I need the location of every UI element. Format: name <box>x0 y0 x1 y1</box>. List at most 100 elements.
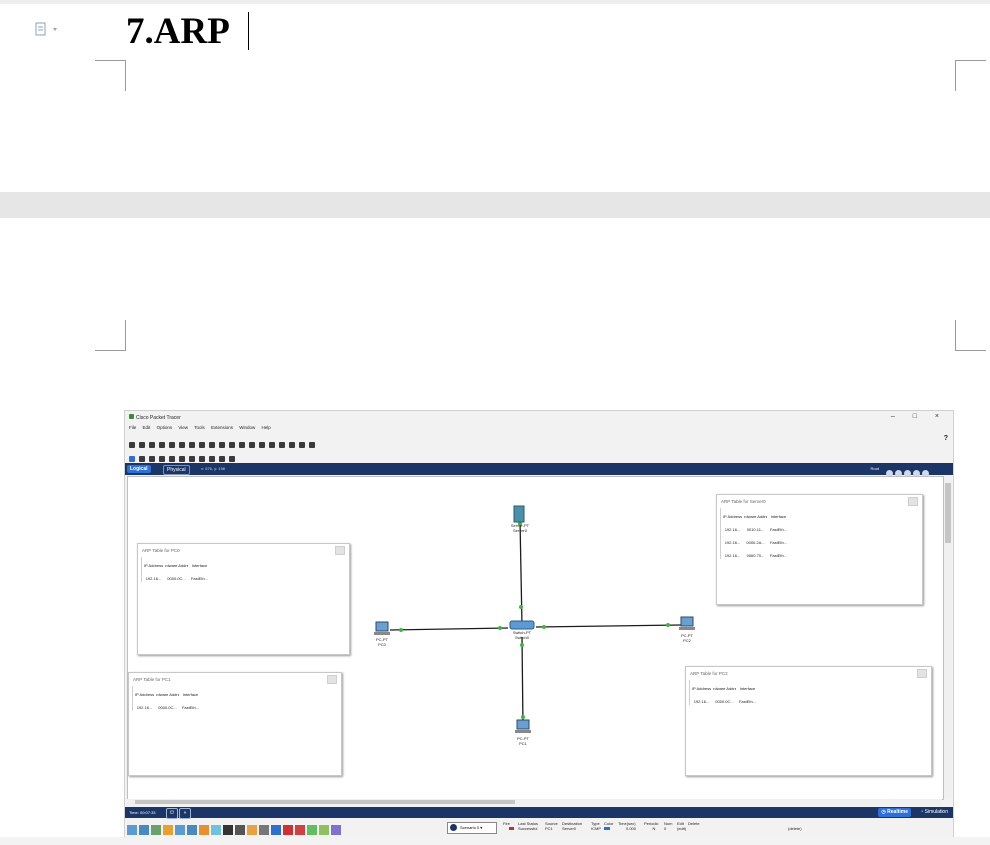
inspect-icon[interactable] <box>139 456 145 462</box>
arp-table-pc2[interactable]: ARP Table for PC2 IP Address Hardware Ad… <box>685 666 932 776</box>
vertical-scroll-thumb[interactable] <box>945 483 951 543</box>
serial-dce-icon[interactable] <box>283 824 293 835</box>
fire-cell[interactable] <box>503 826 518 831</box>
scenario-select[interactable]: Scenario 0 ▾ <box>447 822 497 834</box>
straight-cable-icon[interactable] <box>223 824 233 835</box>
new-file-icon[interactable] <box>129 442 135 448</box>
root-label[interactable]: Root <box>870 466 879 471</box>
fast-forward-icon[interactable]: » <box>179 808 191 819</box>
pdu-list-icon[interactable] <box>299 442 305 448</box>
minimize-button[interactable]: – <box>890 413 903 420</box>
view-icon[interactable] <box>289 442 295 448</box>
network-info-icon[interactable] <box>179 442 185 448</box>
close-button[interactable] <box>335 546 345 555</box>
activity-wizard-icon[interactable] <box>189 442 195 448</box>
pc0-icon[interactable] <box>375 621 389 632</box>
link-pc0-switch[interactable] <box>389 627 509 631</box>
link-switch-pc1[interactable] <box>521 636 524 728</box>
components-icon[interactable] <box>151 824 161 835</box>
menu-help[interactable]: Help <box>261 425 271 430</box>
rectangle-icon[interactable] <box>189 456 195 462</box>
server-icon[interactable] <box>513 505 525 523</box>
crossover-cable-icon[interactable] <box>235 824 245 835</box>
resize-icon[interactable] <box>159 456 165 462</box>
multiuser-icon[interactable] <box>187 824 197 835</box>
note-icon[interactable] <box>169 456 175 462</box>
drawing-palette-icon[interactable] <box>269 442 275 448</box>
redo-icon[interactable] <box>229 442 235 448</box>
link-switch-pc2[interactable] <box>535 624 682 628</box>
menu-tools[interactable]: Tools <box>194 425 205 430</box>
zoom-out-icon[interactable] <box>259 442 265 448</box>
complex-pdu-icon[interactable] <box>229 456 235 462</box>
serial-dte-icon[interactable] <box>295 824 305 835</box>
connections-icon[interactable] <box>163 824 173 835</box>
pc2-icon[interactable] <box>680 616 694 627</box>
switch-icon[interactable] <box>509 620 535 630</box>
phone-cable-icon[interactable] <box>259 824 269 835</box>
ellipse-icon[interactable] <box>199 456 205 462</box>
maximize-button[interactable]: □ <box>912 413 925 420</box>
delete-icon[interactable] <box>149 456 155 462</box>
realtime-mode-button[interactable]: ◷ Realtime <box>878 808 911 817</box>
octal-cable-icon[interactable] <box>307 824 317 835</box>
undo-icon[interactable] <box>219 442 225 448</box>
environment-icon[interactable] <box>922 470 930 478</box>
line-icon[interactable] <box>179 456 185 462</box>
power-cycle-icon[interactable]: ⏻ <box>166 808 178 819</box>
tab-logical[interactable]: Logical <box>127 465 151 473</box>
arp-table-pc0[interactable]: ARP Table for PC0 IP Address Hardware Ad… <box>137 543 350 655</box>
close-button[interactable] <box>917 669 927 678</box>
open-icon[interactable] <box>139 442 145 448</box>
horizontal-scroll-thumb[interactable] <box>135 800 515 804</box>
cluster-icon[interactable] <box>895 470 903 478</box>
paste-options-icon[interactable] <box>34 22 64 42</box>
coaxial-cable-icon[interactable] <box>271 824 281 835</box>
paste-icon[interactable] <box>209 442 215 448</box>
arp-table-pc1[interactable]: ARP Table for PC1 IP Address Hardware Ad… <box>128 672 342 776</box>
menu-options[interactable]: Options <box>156 425 173 430</box>
link-server-switch[interactable] <box>519 519 523 627</box>
usb-cable-icon[interactable] <box>331 824 341 835</box>
help-icon[interactable]: ? <box>943 435 948 442</box>
info-icon[interactable] <box>169 442 175 448</box>
menu-file[interactable]: File <box>129 425 137 430</box>
zoom-reset-icon[interactable] <box>249 442 255 448</box>
custom-devices-icon[interactable] <box>279 442 285 448</box>
delete-link[interactable]: (delete) <box>788 826 802 831</box>
network-devices-icon[interactable] <box>127 824 137 835</box>
pc1-icon[interactable] <box>516 719 530 730</box>
close-button[interactable] <box>908 497 918 506</box>
screenshot-icon[interactable] <box>309 442 315 448</box>
end-devices-icon[interactable] <box>139 824 149 835</box>
freeform-icon[interactable] <box>209 456 215 462</box>
copy-icon[interactable] <box>199 442 205 448</box>
save-icon[interactable] <box>149 442 155 448</box>
window-controls[interactable]: – □ × <box>891 413 947 420</box>
close-button[interactable] <box>327 675 337 684</box>
edit-link[interactable]: (edit) <box>677 826 687 831</box>
move-icon[interactable] <box>904 470 912 478</box>
console-cable-icon[interactable] <box>211 824 221 835</box>
menu-view[interactable]: View <box>178 425 189 430</box>
select-icon[interactable] <box>129 456 135 462</box>
fiber-cable-icon[interactable] <box>247 824 257 835</box>
auto-connection-icon[interactable] <box>199 824 209 835</box>
simulation-mode-button[interactable]: ◔ Simulation <box>920 809 948 815</box>
simple-pdu-icon[interactable] <box>219 456 225 462</box>
horizontal-scrollbar[interactable] <box>127 799 942 805</box>
tab-physical[interactable]: Physical <box>163 465 190 475</box>
close-button[interactable]: × <box>934 413 947 420</box>
misc-icon[interactable] <box>175 824 185 835</box>
zoom-in-icon[interactable] <box>239 442 245 448</box>
menu-edit[interactable]: Edit <box>142 425 151 430</box>
back-icon[interactable] <box>886 470 894 478</box>
menu-window[interactable]: Window <box>239 425 256 430</box>
menu-extensions[interactable]: Extensions <box>210 425 233 430</box>
iot-cable-icon[interactable] <box>319 824 329 835</box>
arp-table-server0[interactable]: ARP Table for Server0 IP Address Hardwar… <box>716 494 923 605</box>
print-icon[interactable] <box>159 442 165 448</box>
viewport-icon[interactable] <box>913 470 921 478</box>
